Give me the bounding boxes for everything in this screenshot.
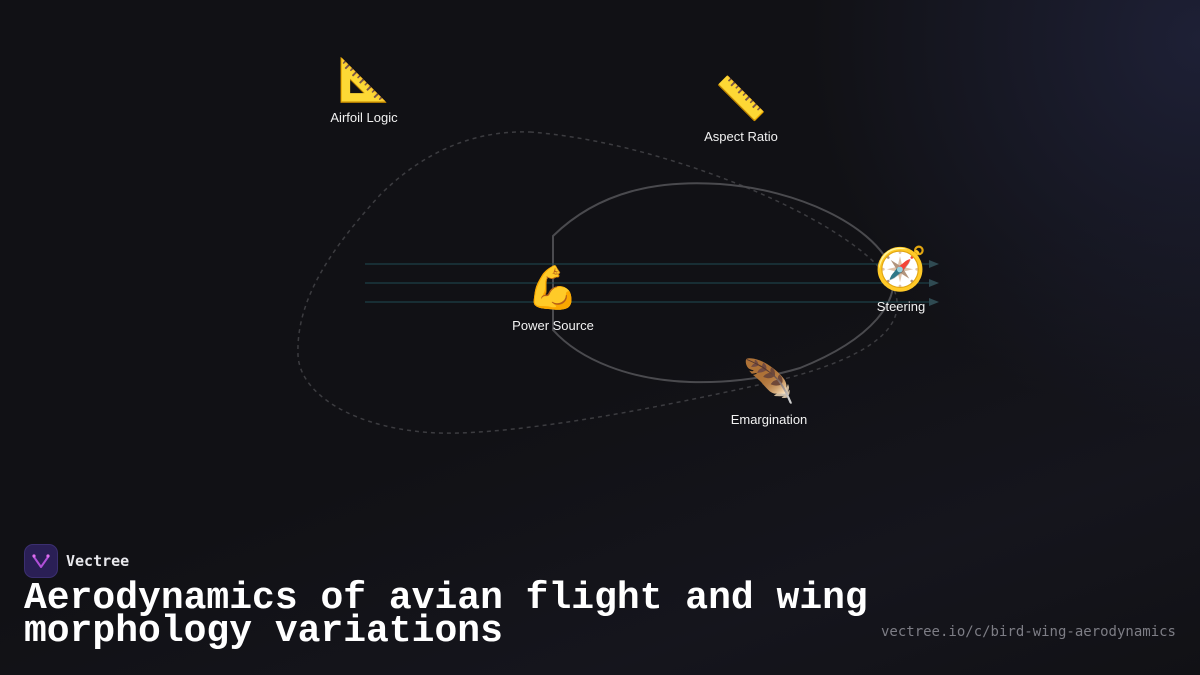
straight-ruler-icon: 📏: [714, 74, 768, 123]
node-label: Airfoil Logic: [330, 110, 398, 125]
triangular-ruler-icon: 📐: [337, 55, 391, 104]
node-label: Power Source: [512, 318, 594, 333]
node-label: Emargination: [730, 412, 808, 427]
source-url[interactable]: vectree.io/c/bird-wing-aerodynamics: [880, 624, 1176, 640]
vectree-logo-mark: [32, 554, 50, 568]
flexed-biceps-icon: 💪: [526, 263, 580, 312]
vectree-logo-icon: [24, 544, 58, 578]
brand-name: Vectree: [66, 552, 130, 570]
node-label: Steering: [876, 299, 926, 314]
node-steering[interactable]: 🧭 Steering: [831, 244, 971, 315]
node-emargination[interactable]: 🪶 Emargination: [699, 357, 839, 428]
node-aspect-ratio[interactable]: 📏 Aspect Ratio: [671, 74, 811, 145]
page-title: Aerodynamics of avian flight and wing mo…: [24, 577, 868, 653]
node-airfoil-logic[interactable]: 📐 Airfoil Logic: [294, 55, 434, 126]
brand[interactable]: Vectree: [24, 544, 129, 578]
node-label: Aspect Ratio: [704, 129, 778, 144]
node-power-source[interactable]: 💪 Power Source: [483, 263, 623, 334]
feather-icon: 🪶: [742, 357, 796, 406]
dashed-outer-loop: [297, 131, 898, 434]
compass-icon: 🧭: [874, 244, 928, 293]
